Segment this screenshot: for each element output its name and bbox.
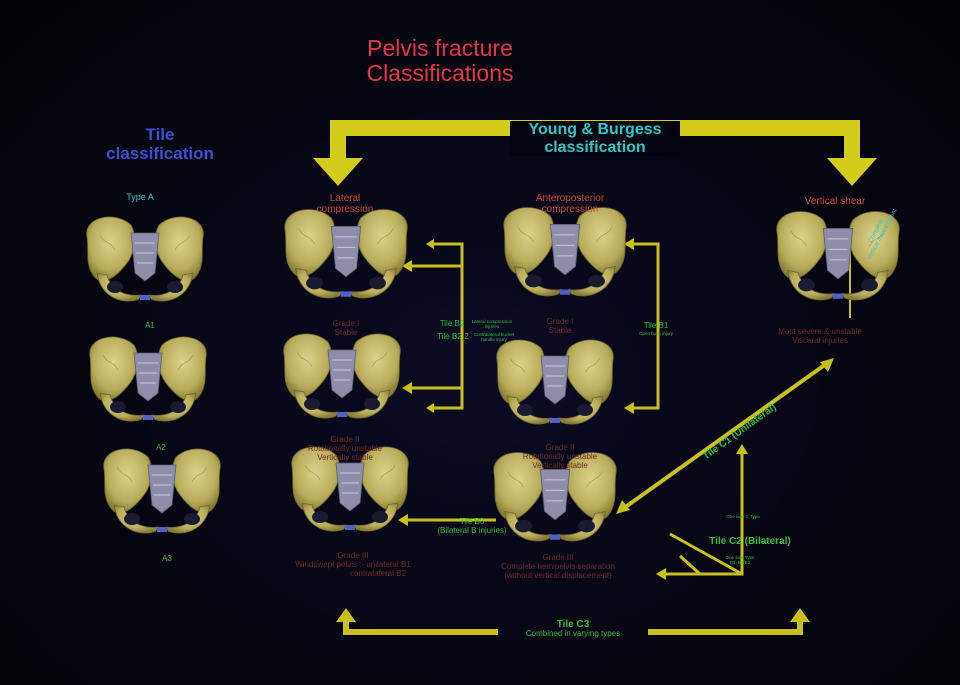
- lateral-grade2-line2: Rotationally unstable: [307, 443, 383, 453]
- tile-c2-label: Tile C2 (Bilateral): [709, 536, 791, 547]
- ap-heading-line1: Anteroposterior: [535, 193, 605, 204]
- tile-b2-2-note-line1: Contralateral bucket: [473, 332, 515, 337]
- tile-c3-note: Combined in varying types: [525, 629, 621, 638]
- tile-c2-note-top: One side C Type: [726, 514, 760, 519]
- ap-grade2-line2: Rotationally unstable: [522, 451, 598, 461]
- tile-c3-block: Tile C3 Combined in varying types: [500, 619, 646, 639]
- tile-b3-note: (Bilateral B injuries): [437, 525, 507, 535]
- tile-b2-2-label: Tile B2-2: [437, 332, 469, 341]
- tile-c3-bracket: [336, 608, 810, 635]
- ap-grade2-line1: Grade II: [545, 443, 575, 452]
- lateral-b2-bracket: [410, 242, 464, 410]
- lateral-grade3: Grade III Windswept pelvis :- unilateral…: [278, 551, 428, 578]
- yb-line2: classification: [544, 138, 646, 156]
- ap-b1-bracket: [632, 242, 660, 410]
- lateral-heading-line1: Lateral: [329, 193, 361, 204]
- ap-grade1: Grade I Stable: [520, 317, 600, 336]
- ap-heading: Anteroposterior compression: [520, 193, 620, 215]
- ap-grade3-line2: Complete hemipelvis separation: [501, 561, 615, 571]
- a1-label: A1: [145, 321, 155, 330]
- title-line2: Classifications: [366, 60, 514, 87]
- a3-label: A3: [162, 554, 172, 563]
- lateral-grade3-line1: Grade III: [337, 551, 369, 560]
- tile-b3-arrow: [398, 514, 496, 526]
- lateral-grade2-line3: Vertically stable: [317, 452, 373, 462]
- tile-heading-line1: Tile: [145, 125, 175, 144]
- tile-c3-label: Tile C3: [556, 619, 590, 630]
- tile-b2-note-line1: Lateral compression: [471, 319, 513, 324]
- tile-b3-label: Tile B3: [459, 517, 485, 526]
- pelvis-a1: [86, 216, 204, 302]
- tile-b2-label: Tile B2: [439, 319, 465, 328]
- ap-grade3: Grade III Complete hemipelvis separation…: [488, 553, 628, 580]
- lateral-heading: Lateral compression: [300, 193, 390, 215]
- lateral-grade3-line3: contralateral B2: [349, 568, 407, 578]
- lateral-grade1-line1: Grade I: [332, 319, 360, 328]
- tile-c2-note-bottom-line2: B1, B2/B3: [729, 559, 751, 565]
- ap-grade2-line3: Vertically stable: [532, 460, 588, 470]
- ap-heading-line2: compression: [541, 204, 599, 215]
- tile-c2-note-bottom: One side Type B1, B2/B3: [720, 555, 760, 566]
- yb-line1: Young & Burgess: [528, 121, 662, 138]
- tile-b2-2-note: Contralateral bucket handle injury: [470, 332, 518, 343]
- tile-heading-line2: classification: [106, 143, 214, 163]
- page-title: Pelvis fracture Classifications: [340, 35, 540, 87]
- tile-c2-note-bottom-line1: One side Type: [725, 555, 755, 560]
- tile-heading: Tile classification: [90, 125, 230, 163]
- tile-b2-note-line2: injuries: [484, 323, 500, 329]
- tile-b1-note: Open book injury: [638, 331, 674, 336]
- tile-c1-arrow: [616, 358, 834, 514]
- tile-c2-arrowheads: [656, 444, 748, 580]
- tile-b2-note: Lateral compression injuries: [468, 319, 516, 330]
- ap-grade3-line1: Grade III: [542, 553, 574, 562]
- type-a-label: Type A: [126, 192, 154, 202]
- young-burgess-heading: Young & Burgess classification: [510, 121, 680, 157]
- ap-grade2: Grade II Rotationally unstable Verticall…: [505, 443, 615, 470]
- tile-b3-block: Tile B3 (Bilateral B injuries): [432, 517, 512, 536]
- tile-c2-arrows: [664, 452, 744, 576]
- ap-grade3-line3: (without vertical displacement): [504, 570, 612, 580]
- vertical-shear-desc: Most severe & unstable Visceral injuries: [765, 327, 875, 346]
- lateral-grade2-line1: Grade II: [330, 435, 360, 444]
- lateral-grade1-line2: Stable: [334, 327, 358, 337]
- pelvis-a2: [89, 336, 207, 422]
- ap-b1-arrowheads: [624, 238, 634, 414]
- lateral-grade1: Grade I Stable: [306, 319, 386, 338]
- ap-grade1-line1: Grade I: [546, 317, 574, 326]
- vertical-shear-desc-line1: Most severe & unstable: [778, 327, 862, 336]
- lateral-heading-line2: compression: [316, 204, 374, 215]
- tile-b1-label: Tile B1: [643, 321, 669, 330]
- pelvis-ap-grade2: [496, 339, 614, 425]
- lateral-grade3-line2: Windswept pelvis :- unilateral B1: [295, 559, 411, 569]
- a2-label: A2: [156, 443, 166, 452]
- lateral-b2-arrowheads: [402, 239, 434, 413]
- pelvis-lateral-grade2: [283, 333, 401, 419]
- ap-grade1-line2: Stable: [548, 325, 572, 335]
- lateral-grade2: Grade II Rotationally unstable Verticall…: [290, 435, 400, 462]
- tile-b2-2-note-line2: handle injury: [481, 336, 507, 342]
- title-line1: Pelvis fracture: [367, 35, 513, 61]
- vertical-shear-heading: Vertical shear: [804, 196, 866, 207]
- pelvis-ap-grade1: [503, 207, 627, 297]
- pelvis-a3: [103, 448, 221, 534]
- pelvis-lateral-grade1: [284, 209, 408, 299]
- vertical-shear-desc-line2: Visceral injuries: [792, 335, 848, 345]
